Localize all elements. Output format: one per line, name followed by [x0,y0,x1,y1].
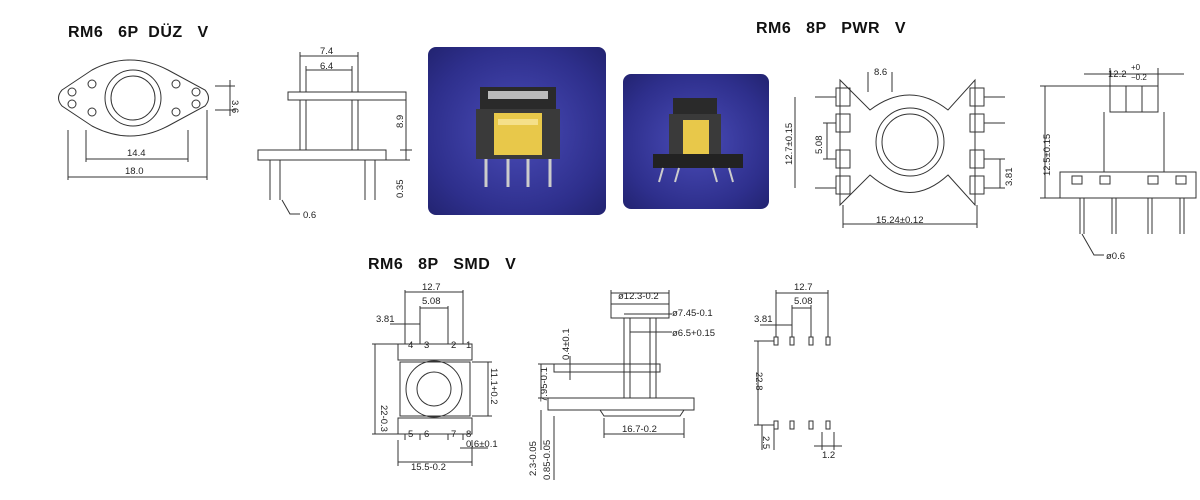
title-rm6-8p-pwr: RM6 8P PWR V [756,20,907,37]
title-rm6-8p-smd: RM6 8P SMD V [368,256,517,273]
pwr-top-view [794,72,1005,228]
pwr-side-dim-12-2-tol-bottom: −0.2 [1131,73,1147,82]
pwr-side-dim-12-2: 12.2 [1108,69,1127,80]
duz-top-dim-3-6: 3.6 [229,100,240,113]
duz-side-dim-6-4: 6.4 [320,61,333,72]
smd-pin-7: 7 [451,429,456,440]
smd-side-view [538,290,695,480]
pwr-top-dim-15-24: 15.24±0.12 [876,215,923,226]
pad-dim-2-5: 2.5 [760,436,771,449]
duz-top-dim-14-4: 14.4 [127,148,146,159]
duz-top-dim-18: 18.0 [125,166,144,177]
pad-dim-12-7: 12.7 [794,282,813,293]
smd-top-dim-22: 22-0.3 [378,405,389,432]
smd-top-dim-0-6: 0.6±0.1 [466,439,498,450]
duz-side-dim-8-9: 8.9 [395,115,406,128]
smd-side-dim-7-95: 7.95-0.1 [539,367,550,402]
smd-pin-3: 3 [424,340,429,351]
transformer-photo-large-drawing [476,87,560,187]
duz-side-view [257,52,412,215]
smd-top-view [372,290,492,466]
pad-dim-1-2: 1.2 [822,450,835,461]
pwr-side-dim-12-2-tol-top: +0 [1131,63,1141,72]
smd-side-dim-6-5: ø6.5+0.15 [672,328,715,339]
title-rm6-6p-duz: RM6 6P DÜZ V [68,24,209,41]
smd-top-dim-11-1: 11.1+0.2 [488,368,499,405]
smd-top-dim-5-08: 5.08 [422,296,441,307]
duz-side-dim-0-6: 0.6 [303,210,316,221]
pwr-side-view [1040,68,1197,256]
smd-pin-2: 2 [451,340,456,351]
duz-side-dim-7-4: 7.4 [320,46,333,57]
product-photo-large [428,47,606,215]
smd-pad-layout [754,290,842,450]
pad-dim-22-8: 22.8 [753,372,764,391]
pwr-top-dim-5-08: 5.08 [814,136,825,155]
smd-top-dim-3-81: 3.81 [376,314,395,325]
smd-side-dim-0-4: 0.4±0.1 [561,328,572,360]
pwr-top-dim-12-7: 12.7±0.15 [784,123,795,165]
smd-pin-8: 8 [466,429,471,440]
smd-pin-5: 5 [408,429,413,440]
pwr-side-dim-0-6: ø0.6 [1106,251,1125,262]
pwr-side-dim-12-5: 12.5±0.15 [1042,134,1053,176]
pad-dim-3-81: 3.81 [754,314,773,325]
duz-side-dim-0-35: 0.35 [395,180,406,199]
transformer-photo-small-drawing [653,98,743,183]
pad-dim-5-08: 5.08 [794,296,813,307]
smd-pin-4: 4 [408,340,413,351]
product-photo-small [623,74,769,209]
duz-top-view [58,59,235,180]
smd-side-dim-12-3: ø12.3-0.2 [618,291,659,302]
smd-top-dim-12-7: 12.7 [422,282,441,293]
smd-side-dim-0-85: 0.85-0.05 [542,440,553,480]
smd-side-dim-16-7: 16.7-0.2 [622,424,657,435]
smd-top-dim-15-5: 15.5-0.2 [411,462,446,473]
pwr-top-dim-8-6: 8.6 [874,67,887,78]
smd-pin-1: 1 [466,340,471,351]
smd-side-dim-2-3: 2.3-0.05 [528,441,539,476]
pwr-top-dim-3-81: 3.81 [1004,168,1015,187]
smd-side-dim-7-45: ø7.45-0.1 [672,308,713,319]
smd-pin-6: 6 [424,429,429,440]
